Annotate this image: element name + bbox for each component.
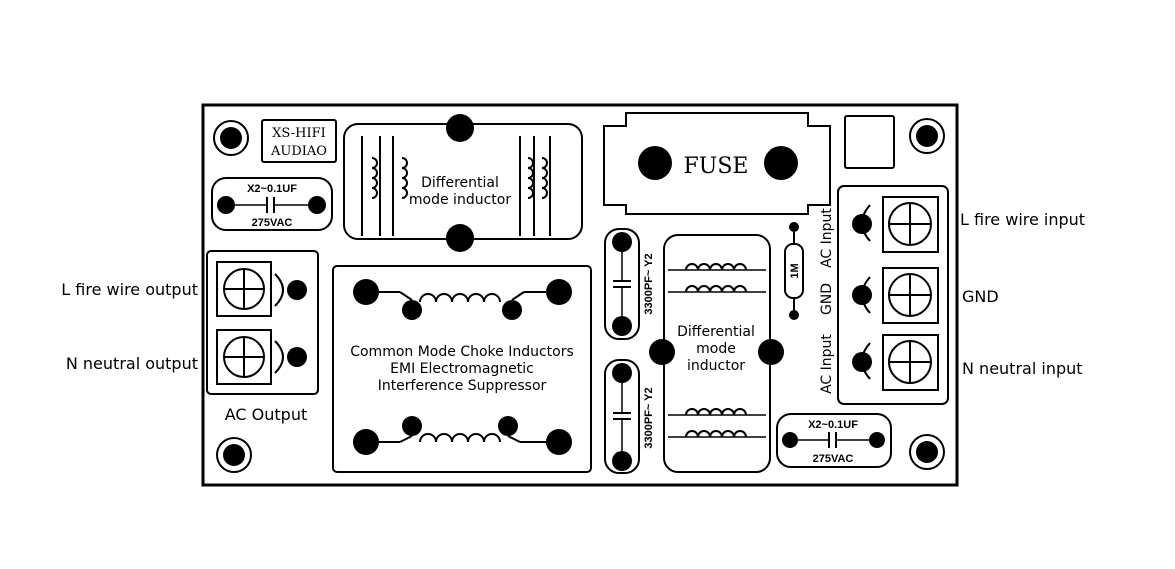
ac-output-label: AC Output	[225, 405, 308, 424]
x2-cap-left-value: X2~0.1UF	[247, 183, 297, 195]
common-mode-choke	[332, 265, 592, 473]
gnd-vertical: GND	[819, 283, 835, 315]
label-n-neutral-input: N neutral input	[962, 359, 1083, 378]
output-terminal-block	[206, 250, 319, 395]
mounting-hole-bottom-right	[909, 434, 945, 470]
brand-line1: XS-HIFI	[272, 126, 326, 141]
brand-line2: AUDIAO	[270, 144, 327, 159]
mounting-hole-top-right	[909, 118, 945, 154]
diff-inductor-top-line2: mode inductor	[409, 192, 511, 208]
diff-inductor-mid-line3: inductor	[687, 358, 745, 374]
x2-cap-right-voltage: 275VAC	[813, 453, 854, 465]
square-pad	[844, 115, 895, 169]
diff-inductor-top	[343, 114, 583, 252]
resistor-1m	[784, 222, 804, 320]
y2-cap-top-value: 3300PF~ Y2	[643, 253, 655, 314]
x2-cap-right-value: X2~0.1UF	[808, 419, 858, 431]
ac-input-top-vertical: AC Input	[819, 208, 835, 268]
label-n-neutral-output: N neutral output	[66, 354, 198, 373]
label-l-fire-wire-input: L fire wire input	[960, 210, 1085, 229]
brand-box	[261, 119, 337, 163]
diff-inductor-mid-line2: mode	[696, 341, 736, 357]
diff-inductor-top-line1: Differential	[421, 175, 499, 191]
label-gnd: GND	[962, 287, 999, 306]
mounting-hole-top-left	[213, 120, 249, 156]
common-mode-line3: Interference Suppressor	[378, 378, 547, 394]
board-outline	[201, 103, 959, 487]
y2-capacitor-top	[604, 228, 640, 340]
diff-inductor-mid	[649, 234, 784, 473]
fuse-holder	[603, 112, 831, 215]
y2-capacitor-bottom	[604, 359, 640, 474]
resistor-value: 1M	[789, 263, 801, 278]
common-mode-line2: EMI Electromagnetic	[390, 361, 534, 377]
fuse-label: FUSE	[684, 154, 749, 179]
input-terminal-block	[837, 185, 949, 405]
ac-input-bottom-vertical: AC Input	[819, 334, 835, 394]
x2-cap-left-voltage: 275VAC	[252, 217, 293, 229]
x2-capacitor-right	[776, 413, 892, 468]
x2-capacitor-left	[211, 177, 333, 231]
common-mode-line1: Common Mode Choke Inductors	[350, 344, 574, 360]
mounting-hole-bottom-left	[216, 437, 252, 473]
diff-inductor-mid-line1: Differential	[677, 324, 755, 340]
label-l-fire-wire-output: L fire wire output	[61, 280, 198, 299]
y2-cap-bottom-value: 3300PF~ Y2	[643, 387, 655, 448]
